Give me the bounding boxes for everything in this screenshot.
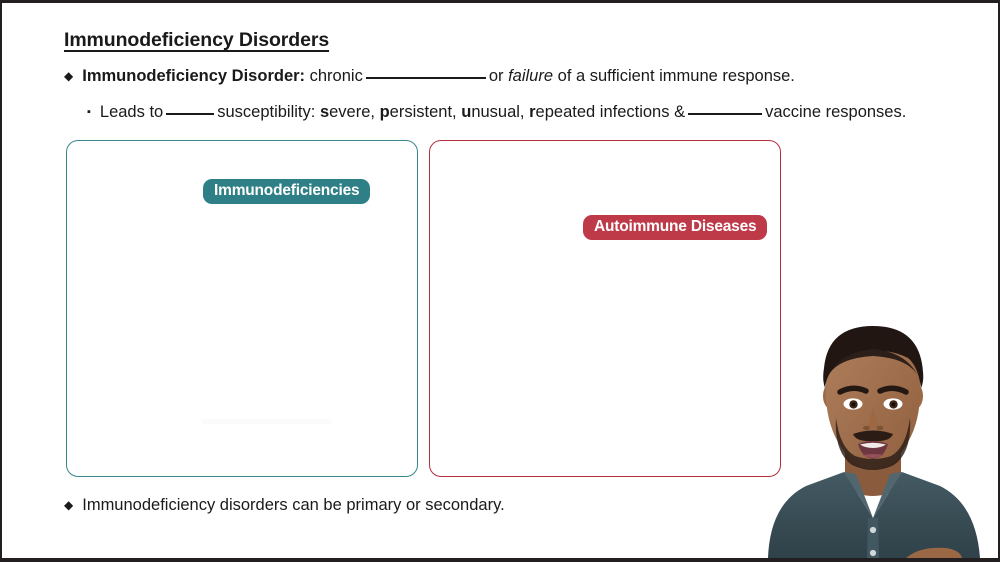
diamond-bullet-icon: ◆ <box>64 69 74 83</box>
bullet-2-text: Leads to susceptibility: severe, persiste… <box>100 102 906 123</box>
presenter-video-overlay <box>748 322 998 558</box>
badge-autoimmune-diseases: Autoimmune Diseases <box>583 215 768 241</box>
blank-field-3[interactable] <box>688 113 763 115</box>
bullet-2-tail: vaccine responses. <box>765 103 907 121</box>
bullet-item-1: ◆ Immunodeficiency Disorder: chronic or f… <box>64 66 795 87</box>
page-title: Immunodeficiency Disorders <box>64 29 330 51</box>
bullet-1-chronic: chronic <box>305 67 363 85</box>
bullet-item-3: ◆ Immunodeficiency disorders can be prim… <box>64 495 505 516</box>
blank-field-2[interactable] <box>166 113 215 115</box>
bullet-2-leads-to: Leads to <box>99 103 164 121</box>
bullet-3-text: Immunodeficiency disorders can be primar… <box>82 496 505 514</box>
bullet-2-s-bold: s <box>319 103 330 121</box>
presenter-figure <box>768 326 980 558</box>
square-bullet-icon: ▪ <box>87 106 91 118</box>
panel-ghost-artifact <box>202 419 332 424</box>
bullet-1-text: Immunodeficiency Disorder: chronic or fai… <box>82 66 795 87</box>
bullet-item-2: ▪ Leads to susceptibility: severe, persis… <box>87 102 906 123</box>
bullet-2-repeated: epeated infections & <box>535 103 686 121</box>
panel-immunodeficiencies <box>66 140 418 477</box>
blank-field-1[interactable] <box>365 77 486 79</box>
bullet-2-unusual: nusual, <box>471 103 525 121</box>
bullet-1-or: or <box>488 67 504 85</box>
bullet-2-persistent: ersistent, <box>389 103 457 121</box>
bullet-1-tail: of a sufficient immune response. <box>557 67 795 85</box>
bullet-2-r-bold: r <box>529 103 536 121</box>
bullet-2-u-bold: u <box>461 103 472 121</box>
bullet-2-severe: evere, <box>329 103 375 121</box>
diamond-bullet-icon-2: ◆ <box>64 498 74 512</box>
badge-immunodeficiencies: Immunodeficiencies <box>203 179 371 205</box>
panel-autoimmune-diseases <box>429 140 781 477</box>
bullet-1-lead-bold: Immunodeficiency Disorder: <box>82 67 306 85</box>
bullet-1-failure-italic: failure <box>508 67 554 85</box>
bullet-2-susceptibility: susceptibility: <box>217 103 316 121</box>
bullet-2-p-bold: p <box>379 103 390 121</box>
